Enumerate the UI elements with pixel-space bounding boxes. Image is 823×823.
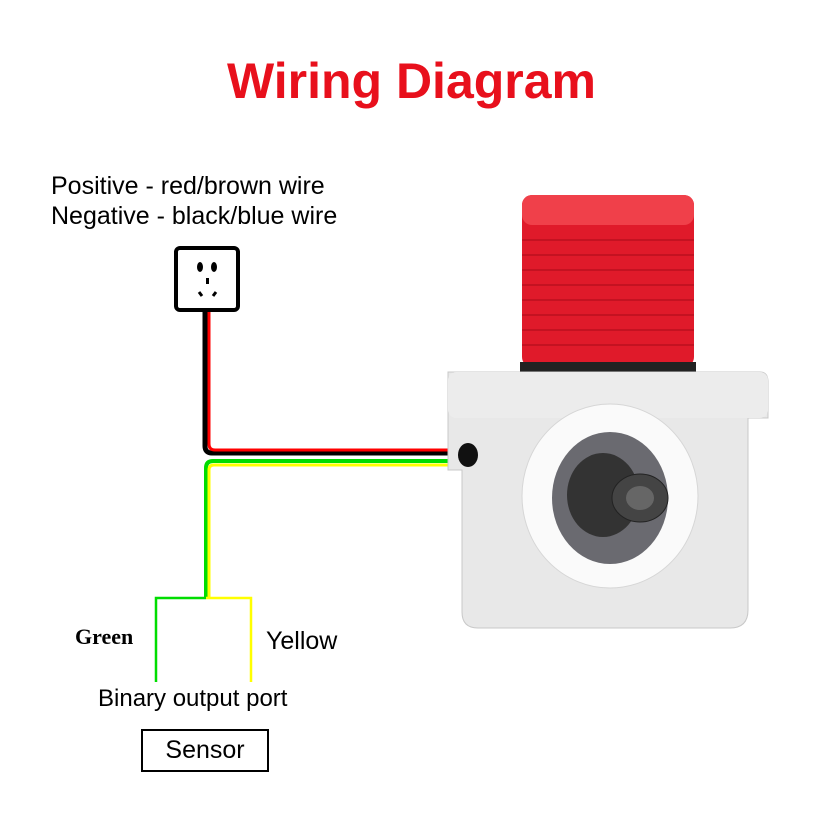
green-wire-label: Green [75, 624, 134, 649]
power-socket-icon [174, 246, 240, 312]
power-wire [202, 312, 460, 456]
yellow-wire-label: Yellow [266, 627, 338, 655]
sensor-box: Sensor [141, 729, 269, 772]
negative-wire-label: Negative - black/blue wire [51, 202, 338, 230]
alarm-device [447, 195, 769, 629]
signal-wire [154, 459, 460, 682]
positive-wire-label: Positive - red/brown wire [51, 172, 325, 200]
page-title: Wiring Diagram [226, 53, 597, 109]
cable-gland-icon [458, 443, 478, 467]
binary-output-port-label: Binary output port [98, 685, 288, 712]
